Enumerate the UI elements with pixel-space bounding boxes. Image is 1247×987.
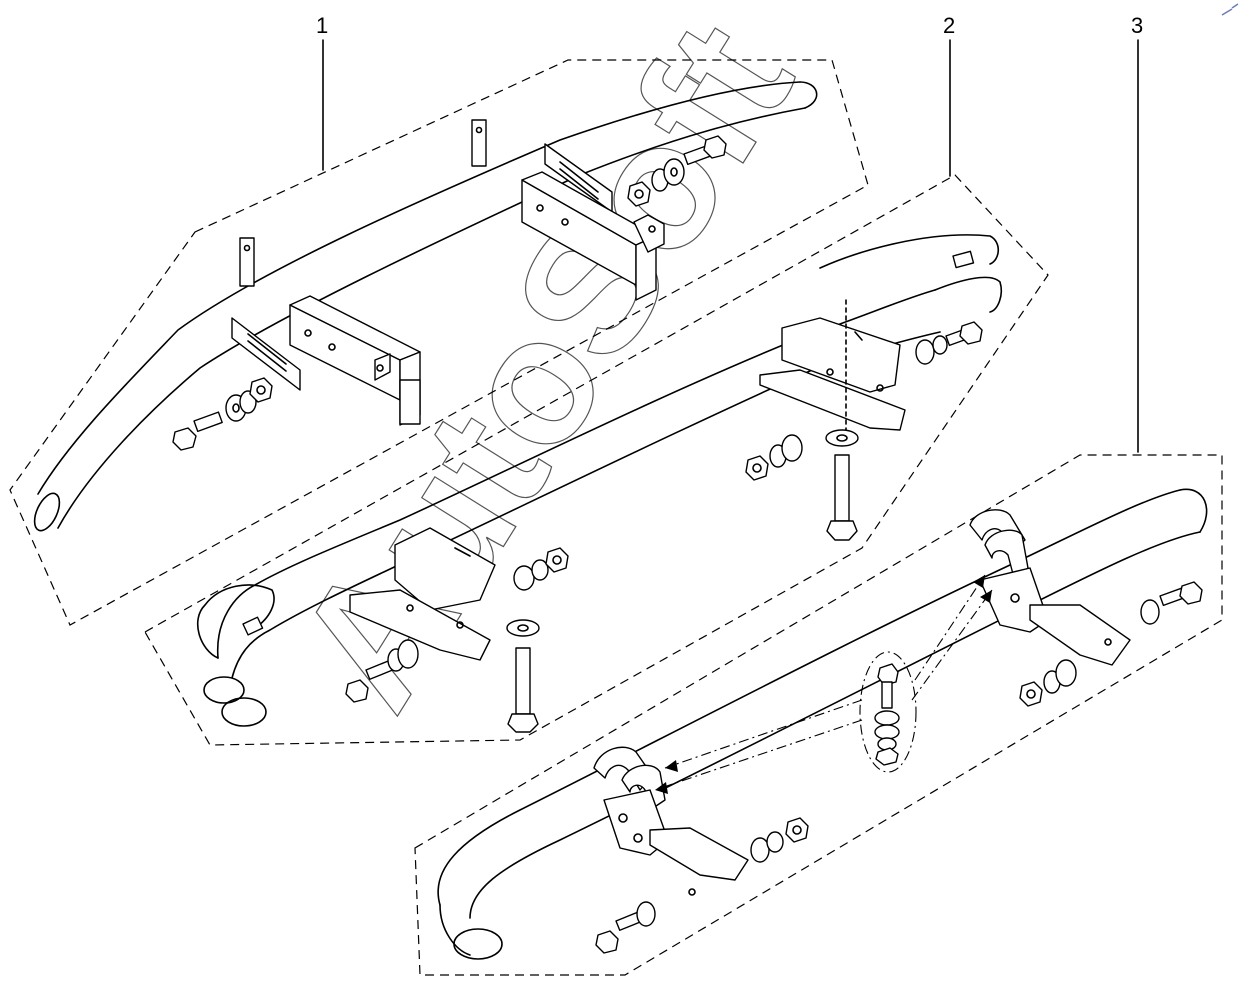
- group-1-bolt-set-rear: [627, 135, 727, 207]
- group-3-outline: [414, 454, 1223, 976]
- group-3-front-bracket: [603, 789, 749, 896]
- group-1-mounting-tabs: [239, 119, 487, 287]
- group-3-front-clamp: [593, 746, 666, 811]
- corner-mark: [1221, 3, 1239, 16]
- callout-label-1: 1: [316, 13, 328, 38]
- group-1-side-bar-tube: [33, 81, 818, 532]
- group-1-front-bracket: [231, 295, 421, 426]
- group-2-front-bracket: [349, 527, 496, 661]
- callout-label-2: 2: [943, 13, 955, 38]
- group-2-rear-bracket: [759, 317, 906, 431]
- group-1-bolt-set-front: [172, 377, 273, 451]
- group-1-rear-bracket: [521, 143, 665, 301]
- group-3-rear-bracket: [979, 567, 1131, 666]
- group-3-rear-clamp: [969, 509, 1029, 579]
- group-1-outline: [9, 59, 869, 626]
- group-2-outline: [144, 174, 1049, 746]
- group-3-side-bar-tube: [437, 488, 1208, 960]
- group-3-assembly-arrows: [654, 574, 993, 794]
- group-2-fasteners: [345, 299, 983, 733]
- group-3-fasteners: [595, 581, 1203, 954]
- callout-label-3: 3: [1131, 13, 1143, 38]
- group-3-clamp-hardware-detail: [859, 651, 917, 773]
